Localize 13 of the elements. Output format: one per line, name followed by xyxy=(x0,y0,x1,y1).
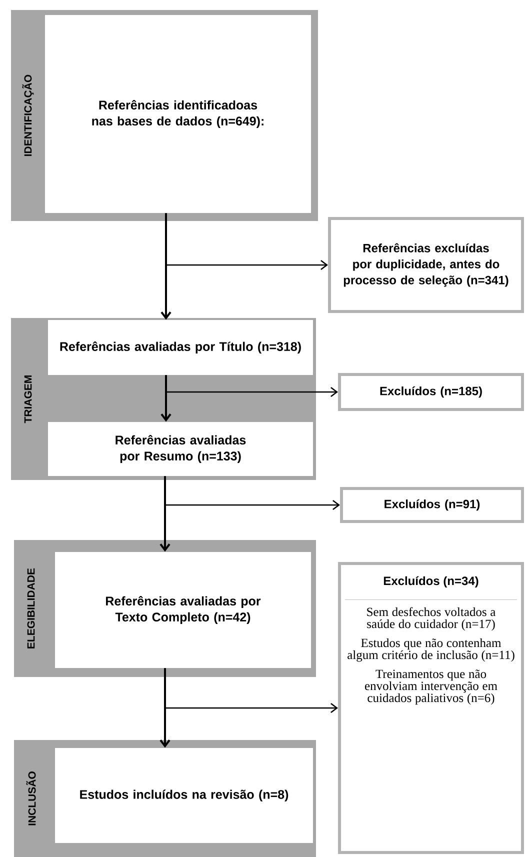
process-box: Referências identificadoas nas bases de dados (n=649): xyxy=(45,15,311,213)
arrow xyxy=(160,375,172,422)
process-box: Referências avaliadas por Texto Completo (n=42) xyxy=(55,552,311,668)
arrow xyxy=(160,668,170,748)
arrow xyxy=(160,213,172,320)
process-box: Referências avaliadas por Resumo (n=133) xyxy=(48,422,313,476)
process-box: Referências avaliadas por Título (n=318) xyxy=(48,320,313,375)
exclusion-box: Referências excluídas por duplicidade, antes do processo de seleção (n=341) xyxy=(328,217,524,313)
exclusion-box: Excluídos (n=34) Sem desfechos voltados a saúde do cuidador (n=17) Estudos que não contenham algum critério de inclusão (n=11) Treinamentos que não envolviam intervenção em cuidados paliativos (n=6) xyxy=(338,562,524,854)
process-box: Estudos incluídos na revisão (n=8) xyxy=(55,748,313,843)
exclusion-box: Excluídos (n=185) xyxy=(338,373,524,411)
arrow xyxy=(160,476,170,552)
exclusion-box: Excluídos (n=91) xyxy=(340,487,524,523)
